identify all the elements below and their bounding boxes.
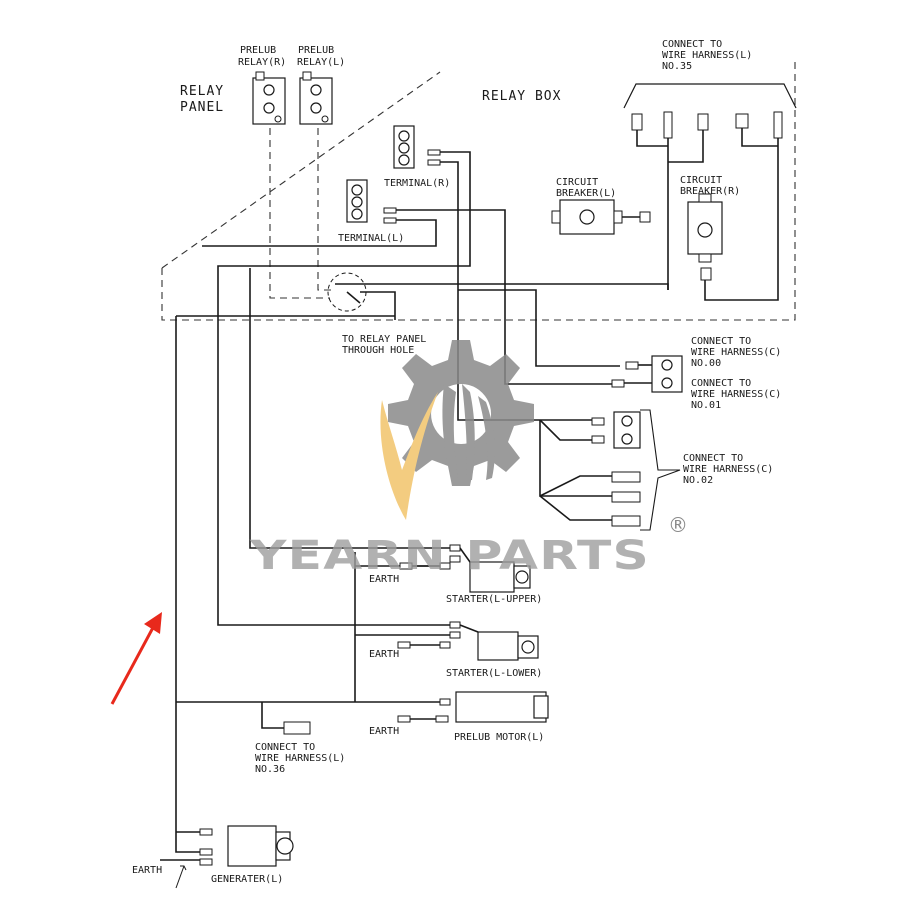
harness-c00-01 (611, 355, 683, 393)
harness-c00-label: CONNECT TO (691, 336, 751, 347)
terminal-r-label: TERMINAL(R) (384, 178, 450, 189)
harness-l36-connector (283, 721, 311, 735)
prelub-relay-l (299, 71, 333, 125)
prelub-relay-r (252, 71, 286, 125)
red-arrow-icon (110, 612, 162, 705)
starter-upper-label: STARTER(L-UPPER) (446, 594, 542, 605)
harness-c02-label-3: NO.02 (683, 475, 713, 486)
generator-l (199, 825, 294, 867)
harness-l36-label-2: WIRE HARNESS(L) (255, 753, 345, 764)
leaf-icon (380, 392, 438, 520)
watermark-logo (380, 340, 534, 520)
prelub-motor-l (397, 691, 549, 723)
harness-l35-label: CONNECT TO (662, 39, 722, 50)
terminal-l-label: TERMINAL(L) (338, 233, 404, 244)
earth-label-starter-lower: EARTH (369, 649, 399, 660)
harness-c01-label-3: NO.01 (691, 400, 721, 411)
harness-c01-label: CONNECT TO (691, 378, 751, 389)
starter-lower-label: STARTER(L-LOWER) (446, 668, 542, 679)
harness-l35-label-2: WIRE HARNESS(L) (662, 50, 752, 61)
harness-l35-bracket (623, 83, 797, 139)
harness-c02-label: CONNECT TO (683, 453, 743, 464)
harness-l36-label-3: NO.36 (255, 764, 285, 775)
circuit-breaker-r (687, 193, 723, 281)
prelub-relay-l-label: PRELUB (298, 45, 334, 56)
relay-box-boundary (161, 60, 796, 321)
relay-panel-label: RELAY (180, 84, 224, 99)
relay-box-label: RELAY BOX (482, 89, 561, 104)
earth-label-prelub-motor: EARTH (369, 726, 399, 737)
starter-l-upper (399, 544, 531, 593)
prelub-relay-r-label-2: RELAY(R) (238, 57, 286, 68)
gear-icon (388, 340, 534, 486)
watermark-text: YEARN PARTS (249, 533, 650, 579)
harness-c00-label-2: WIRE HARNESS(C) (691, 347, 781, 358)
harness-c00-label-3: NO.00 (691, 358, 721, 369)
through-hole-label-2: THROUGH HOLE (342, 345, 414, 356)
prelub-motor-label: PRELUB MOTOR(L) (454, 732, 544, 743)
circuit-breaker-r-label-2: BREAKER(R) (680, 186, 740, 197)
circuit-breaker-l-label: CIRCUIT (556, 177, 598, 188)
generator-label: GENERATER(L) (211, 874, 283, 885)
watermark-registered-mark: ® (668, 513, 688, 537)
prelub-relay-r-label: PRELUB (240, 45, 276, 56)
starter-l-lower (397, 621, 539, 661)
harness-c02-label-2: WIRE HARNESS(C) (683, 464, 773, 475)
through-hole-label: TO RELAY PANEL (342, 334, 426, 345)
circuit-breaker-r-label: CIRCUIT (680, 175, 722, 186)
harness-c02 (591, 409, 681, 531)
terminal-r (393, 125, 441, 169)
earth-label-generator: EARTH (132, 865, 162, 876)
harness-l35-label-3: NO.35 (662, 61, 692, 72)
harness-l36-label: CONNECT TO (255, 742, 315, 753)
circuit-breaker-l (551, 199, 651, 235)
terminal-l (346, 179, 397, 224)
harness-c01-label-2: WIRE HARNESS(C) (691, 389, 781, 400)
earth-label-starter-upper: EARTH (369, 574, 399, 585)
circuit-breaker-l-label-2: BREAKER(L) (556, 188, 616, 199)
relay-panel-label-2: PANEL (180, 100, 224, 115)
prelub-relay-l-label-2: RELAY(L) (297, 57, 345, 68)
